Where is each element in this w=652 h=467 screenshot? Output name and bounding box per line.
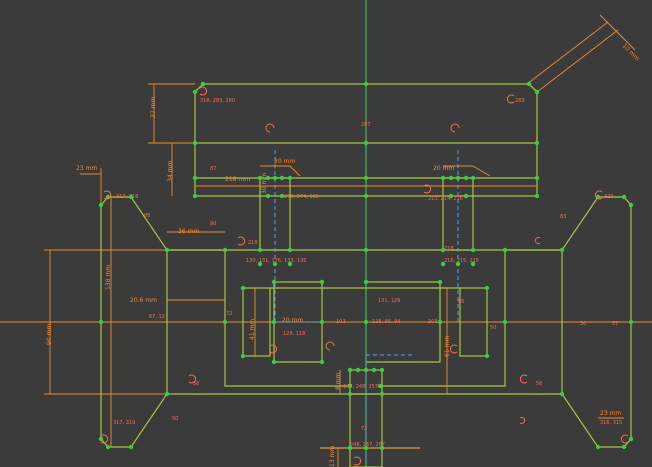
svg-text:283: 283: [515, 98, 525, 104]
dim-36: 36 mm: [178, 228, 199, 235]
svg-text:67, 12: 67, 12: [149, 314, 165, 320]
svg-text:213, 214, 216: 213, 214, 216: [428, 196, 463, 202]
dim-20-right: 20 mm: [433, 165, 454, 172]
svg-text:248, 247, 287: 248, 247, 287: [350, 442, 385, 448]
constraint-glyphs: [100, 86, 629, 466]
svg-text:72: 72: [361, 426, 367, 432]
svg-text:131, 129: 131, 129: [378, 298, 400, 304]
dimension-lines: [44, 14, 636, 467]
dim-13: 13 mm: [329, 446, 336, 467]
svg-text:318, 283, 280: 318, 283, 280: [200, 98, 235, 104]
svg-text:316, 315: 316, 315: [600, 420, 622, 426]
svg-text:50: 50: [490, 325, 496, 331]
constraint-labels[interactable]: 318, 283, 280 283 287 87 317, 318 88 90 …: [113, 98, 622, 448]
svg-text:88: 88: [144, 213, 150, 219]
dim-20-center: 20 mm: [282, 317, 303, 324]
dim-41: 41 mm: [249, 319, 256, 340]
dimension-labels[interactable]: 10 mm 37 mm 23 mm 34 mm 218 mm 20 mm 20 …: [46, 42, 641, 467]
dim-90: 90 mm: [46, 324, 53, 345]
svg-text:72: 72: [226, 311, 232, 317]
svg-text:273, 274, 115: 273, 274, 115: [284, 194, 319, 200]
svg-text:317, 318: 317, 318: [116, 194, 138, 200]
svg-text:177, 248, 257: 177, 248, 257: [343, 384, 378, 390]
dim-20-left: 20 mm: [274, 158, 295, 165]
svg-text:219: 219: [248, 240, 258, 246]
central-slot-left: [242, 287, 271, 357]
svg-text:56: 56: [536, 381, 542, 387]
dim-23-top: 23 mm: [76, 165, 97, 172]
svg-text:83: 83: [560, 214, 566, 220]
dim-30: 30 mm: [261, 173, 268, 194]
svg-text:90: 90: [210, 221, 216, 227]
svg-text:129, 118: 129, 118: [283, 331, 305, 337]
svg-text:317, 319: 317, 319: [113, 420, 135, 426]
sketch-points[interactable]: [98, 81, 634, 451]
svg-text:58: 58: [193, 381, 199, 387]
svg-text:30: 30: [580, 321, 586, 327]
svg-text:103: 103: [428, 319, 438, 325]
dim-34: 34 mm: [167, 161, 174, 182]
svg-text:86: 86: [458, 299, 464, 305]
dim-8: 8 mm: [335, 372, 342, 390]
svg-text:128, 95, 96: 128, 95, 96: [372, 319, 401, 325]
dim-218: 218 mm: [225, 176, 250, 183]
svg-text:320: 320: [604, 194, 614, 200]
svg-text:218: 218: [444, 246, 454, 252]
dim-23-bottom: 23 mm: [600, 410, 621, 417]
dim-138: 138 mm: [105, 265, 112, 290]
central-slot-right: [459, 287, 488, 357]
dim-61: 61 mm: [444, 336, 451, 357]
svg-text:50: 50: [172, 416, 178, 422]
inner-right-frame: [380, 249, 562, 387]
dim-37: 37 mm: [150, 97, 157, 118]
dim-20-6: 20.6 mm: [130, 297, 157, 304]
svg-text:130, 131, 176, 133, 135: 130, 131, 176, 133, 135: [246, 258, 306, 264]
svg-text:102: 102: [336, 319, 346, 325]
inner-left-frame: [167, 249, 350, 387]
svg-text:87: 87: [210, 166, 216, 172]
svg-text:216, 215, 215: 216, 215, 215: [444, 258, 479, 264]
svg-text:57: 57: [612, 321, 618, 327]
svg-text:287: 287: [361, 122, 371, 128]
